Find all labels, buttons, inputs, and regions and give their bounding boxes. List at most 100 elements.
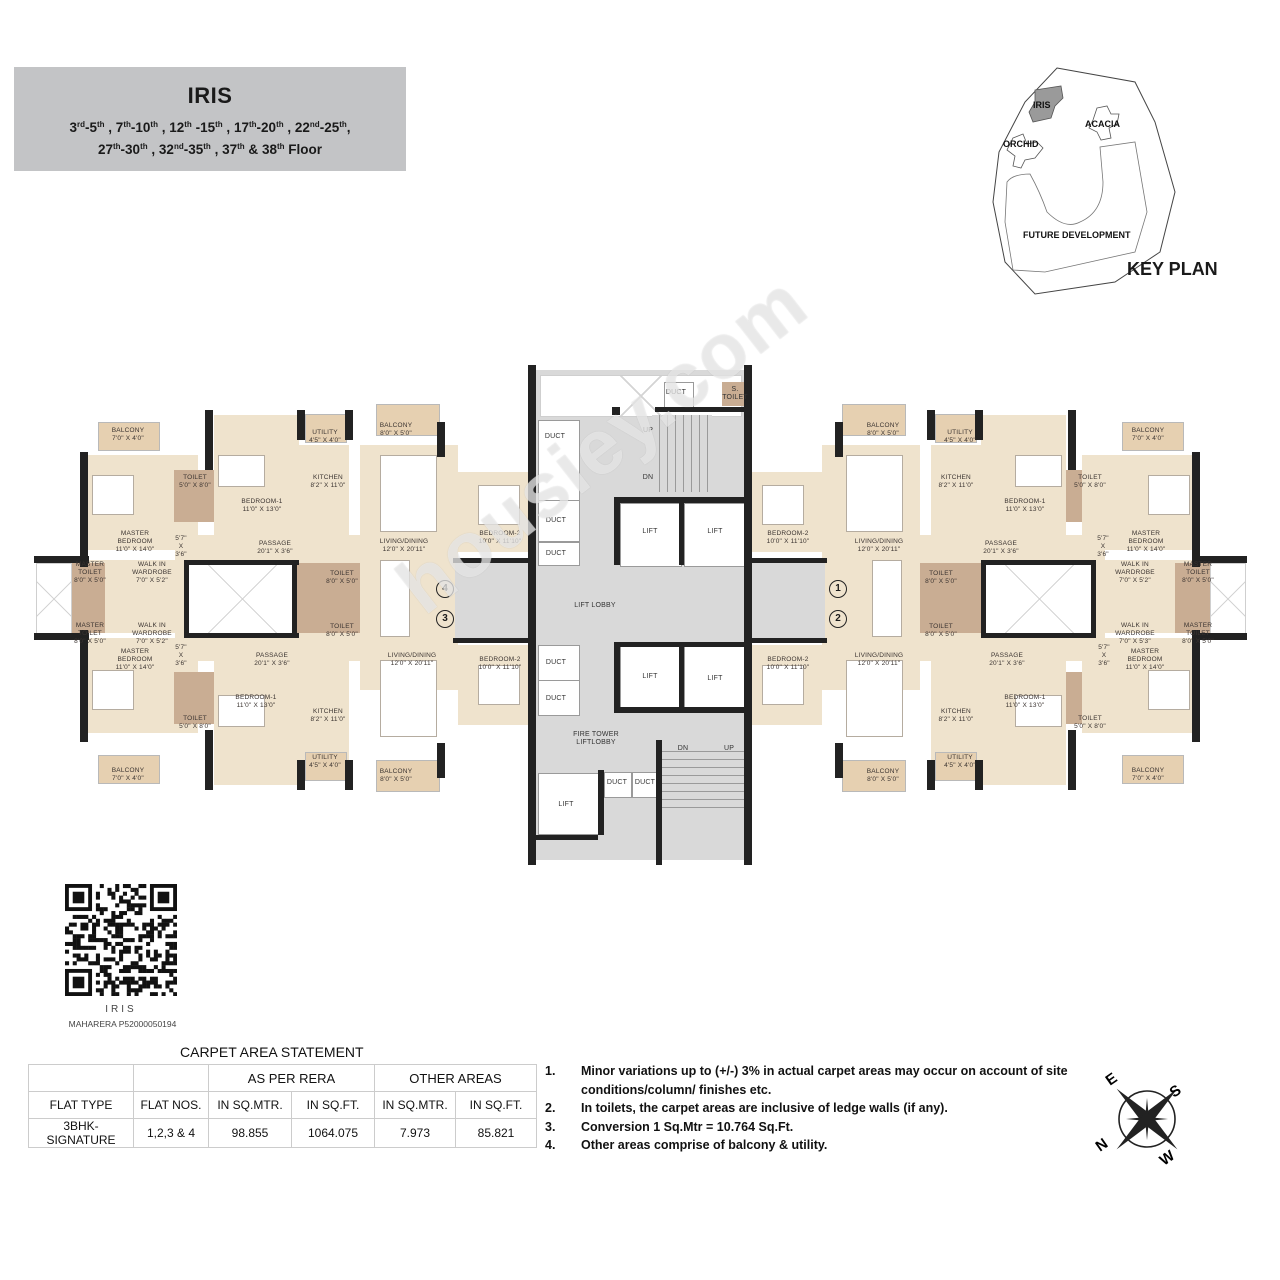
col-header: IN SQ.FT. [455, 1091, 537, 1119]
wet-area [1175, 598, 1210, 633]
furniture-icon [762, 485, 804, 525]
wall [1091, 560, 1096, 638]
room-label: LIVING/DINING 12'0" X 20'11" [854, 652, 904, 667]
balcony-area [376, 404, 440, 436]
furniture-icon [872, 560, 902, 637]
note-item: 4.Other areas comprise of balcony & util… [545, 1136, 1085, 1155]
room-label: LIFT [558, 801, 574, 808]
wall [1068, 410, 1076, 470]
room-label: BEDROOM-2 10'0" X 11'10" [766, 530, 810, 545]
wall [1068, 730, 1076, 790]
wet-area [174, 672, 214, 724]
compass-rose-icon: E S N W [1092, 1064, 1202, 1174]
wet-area [295, 563, 360, 633]
wall [835, 422, 843, 457]
cell-flat-nos: 1,2,3 & 4 [133, 1118, 209, 1148]
room-label: TOILET 8'0" X 5'0" [925, 570, 957, 585]
furniture-icon [1015, 695, 1062, 727]
room-label: UTILITY 4'5" X 4'0" [944, 429, 976, 444]
note-item: 1.Minor variations up to (+/-) 3% in act… [545, 1062, 1085, 1099]
wall [981, 560, 986, 638]
group-header-other: OTHER AREAS [374, 1064, 537, 1092]
balcony-area [842, 404, 906, 436]
wall [656, 740, 662, 865]
furniture-icon [846, 455, 903, 532]
balcony-area [98, 755, 160, 784]
room-label: BALCONY 8'0" X 5'0" [866, 422, 900, 437]
floor-number: 20 [261, 120, 277, 135]
room-label: LIFT LOBBY [574, 602, 616, 609]
room-label: TOILET 5'0" X 8'0" [179, 715, 211, 730]
wall [1192, 452, 1200, 567]
core-area [455, 560, 825, 640]
wall [745, 638, 827, 643]
wall [1192, 633, 1247, 640]
wall [612, 407, 620, 415]
wet-area [1175, 563, 1210, 598]
furniture-icon [380, 455, 437, 532]
floor-number: 15 [200, 120, 216, 135]
floor-plan: BALCONY 7'0" X 4'0"TOILET 5'0" X 8'0"MAS… [0, 360, 1280, 870]
room-label: 5'7" X 3'6" [175, 535, 187, 558]
room-label: LIFT [707, 528, 723, 535]
flat-number-badge: 1 [829, 580, 847, 598]
room-label: KITCHEN 8'2" X 11'0" [938, 708, 974, 723]
room-area [175, 535, 360, 563]
wall [927, 760, 935, 790]
key-plan-label-iris: IRIS [1033, 100, 1051, 110]
table-row: 3BHK-SIGNATURE 1,2,3 & 4 98.855 1064.075… [28, 1118, 537, 1148]
room-label: DUCT [544, 433, 566, 440]
col-header: FLAT NOS. [133, 1091, 209, 1119]
service-room [684, 503, 746, 567]
wall [614, 642, 746, 647]
wet-area [920, 563, 985, 633]
room-label: UTILITY 4'5" X 4'0" [309, 754, 341, 769]
wall [34, 556, 89, 563]
room-label: PASSAGE 20'1" X 3'6" [989, 652, 1025, 667]
note-text: Minor variations up to (+/-) 3% in actua… [581, 1064, 1068, 1097]
open-shaft [188, 563, 297, 635]
wall [184, 560, 299, 565]
notes-list: 1.Minor variations up to (+/-) 3% in act… [545, 1062, 1085, 1155]
room-label: DUCT [665, 389, 687, 396]
open-shaft [1210, 563, 1246, 635]
wall [975, 410, 983, 440]
room-label: PASSAGE 20'1" X 3'6" [254, 652, 290, 667]
wall [679, 647, 684, 709]
wall [1192, 556, 1247, 563]
balcony-area [935, 752, 977, 781]
room-label: MASTER TOILET 8'0" X 5'0" [1182, 622, 1214, 645]
wall [981, 560, 1096, 565]
qr-project-label: IRIS [105, 1004, 137, 1015]
wall [453, 558, 535, 563]
room-label: LIFT [642, 673, 658, 680]
floor-number: 17 [233, 120, 249, 135]
room-label: MASTER BEDROOM 11'0" X 14'0" [115, 648, 155, 671]
rera-qr-code[interactable] [65, 884, 178, 997]
key-plan-label-orchid: ORCHID [1003, 139, 1039, 149]
open-shaft [985, 563, 1094, 635]
wall [184, 633, 299, 638]
room-label: LIVING/DINING 12'0" X 20'11" [854, 538, 904, 553]
floor-number: 3 [69, 120, 77, 135]
wall [297, 760, 305, 790]
cell-other-sqft: 85.821 [455, 1118, 537, 1148]
flat-number-badge: 2 [829, 610, 847, 628]
staircase [652, 415, 712, 492]
key-plan-label-acacia: ACACIA [1085, 119, 1120, 129]
balcony-area [935, 414, 977, 443]
furniture-icon [1015, 455, 1062, 487]
room-label: UTILITY 4'5" X 4'0" [944, 754, 976, 769]
room-label: MASTER TOILET 8'0" X 5'0" [1182, 561, 1214, 584]
wall [292, 560, 297, 638]
wet-area [722, 382, 744, 406]
room-label: MASTER BEDROOM 11'0" X 14'0" [1126, 530, 1166, 553]
floor-number: 27 [97, 142, 113, 157]
room-label: UP [723, 745, 735, 752]
wall [679, 503, 684, 565]
compass-n-label: N [1093, 1135, 1112, 1155]
room-label: TOILET 8'0" X 5'0" [326, 623, 358, 638]
room-label: 5'7" X 3'6" [1098, 644, 1110, 667]
room-label: LIFT [707, 675, 723, 682]
